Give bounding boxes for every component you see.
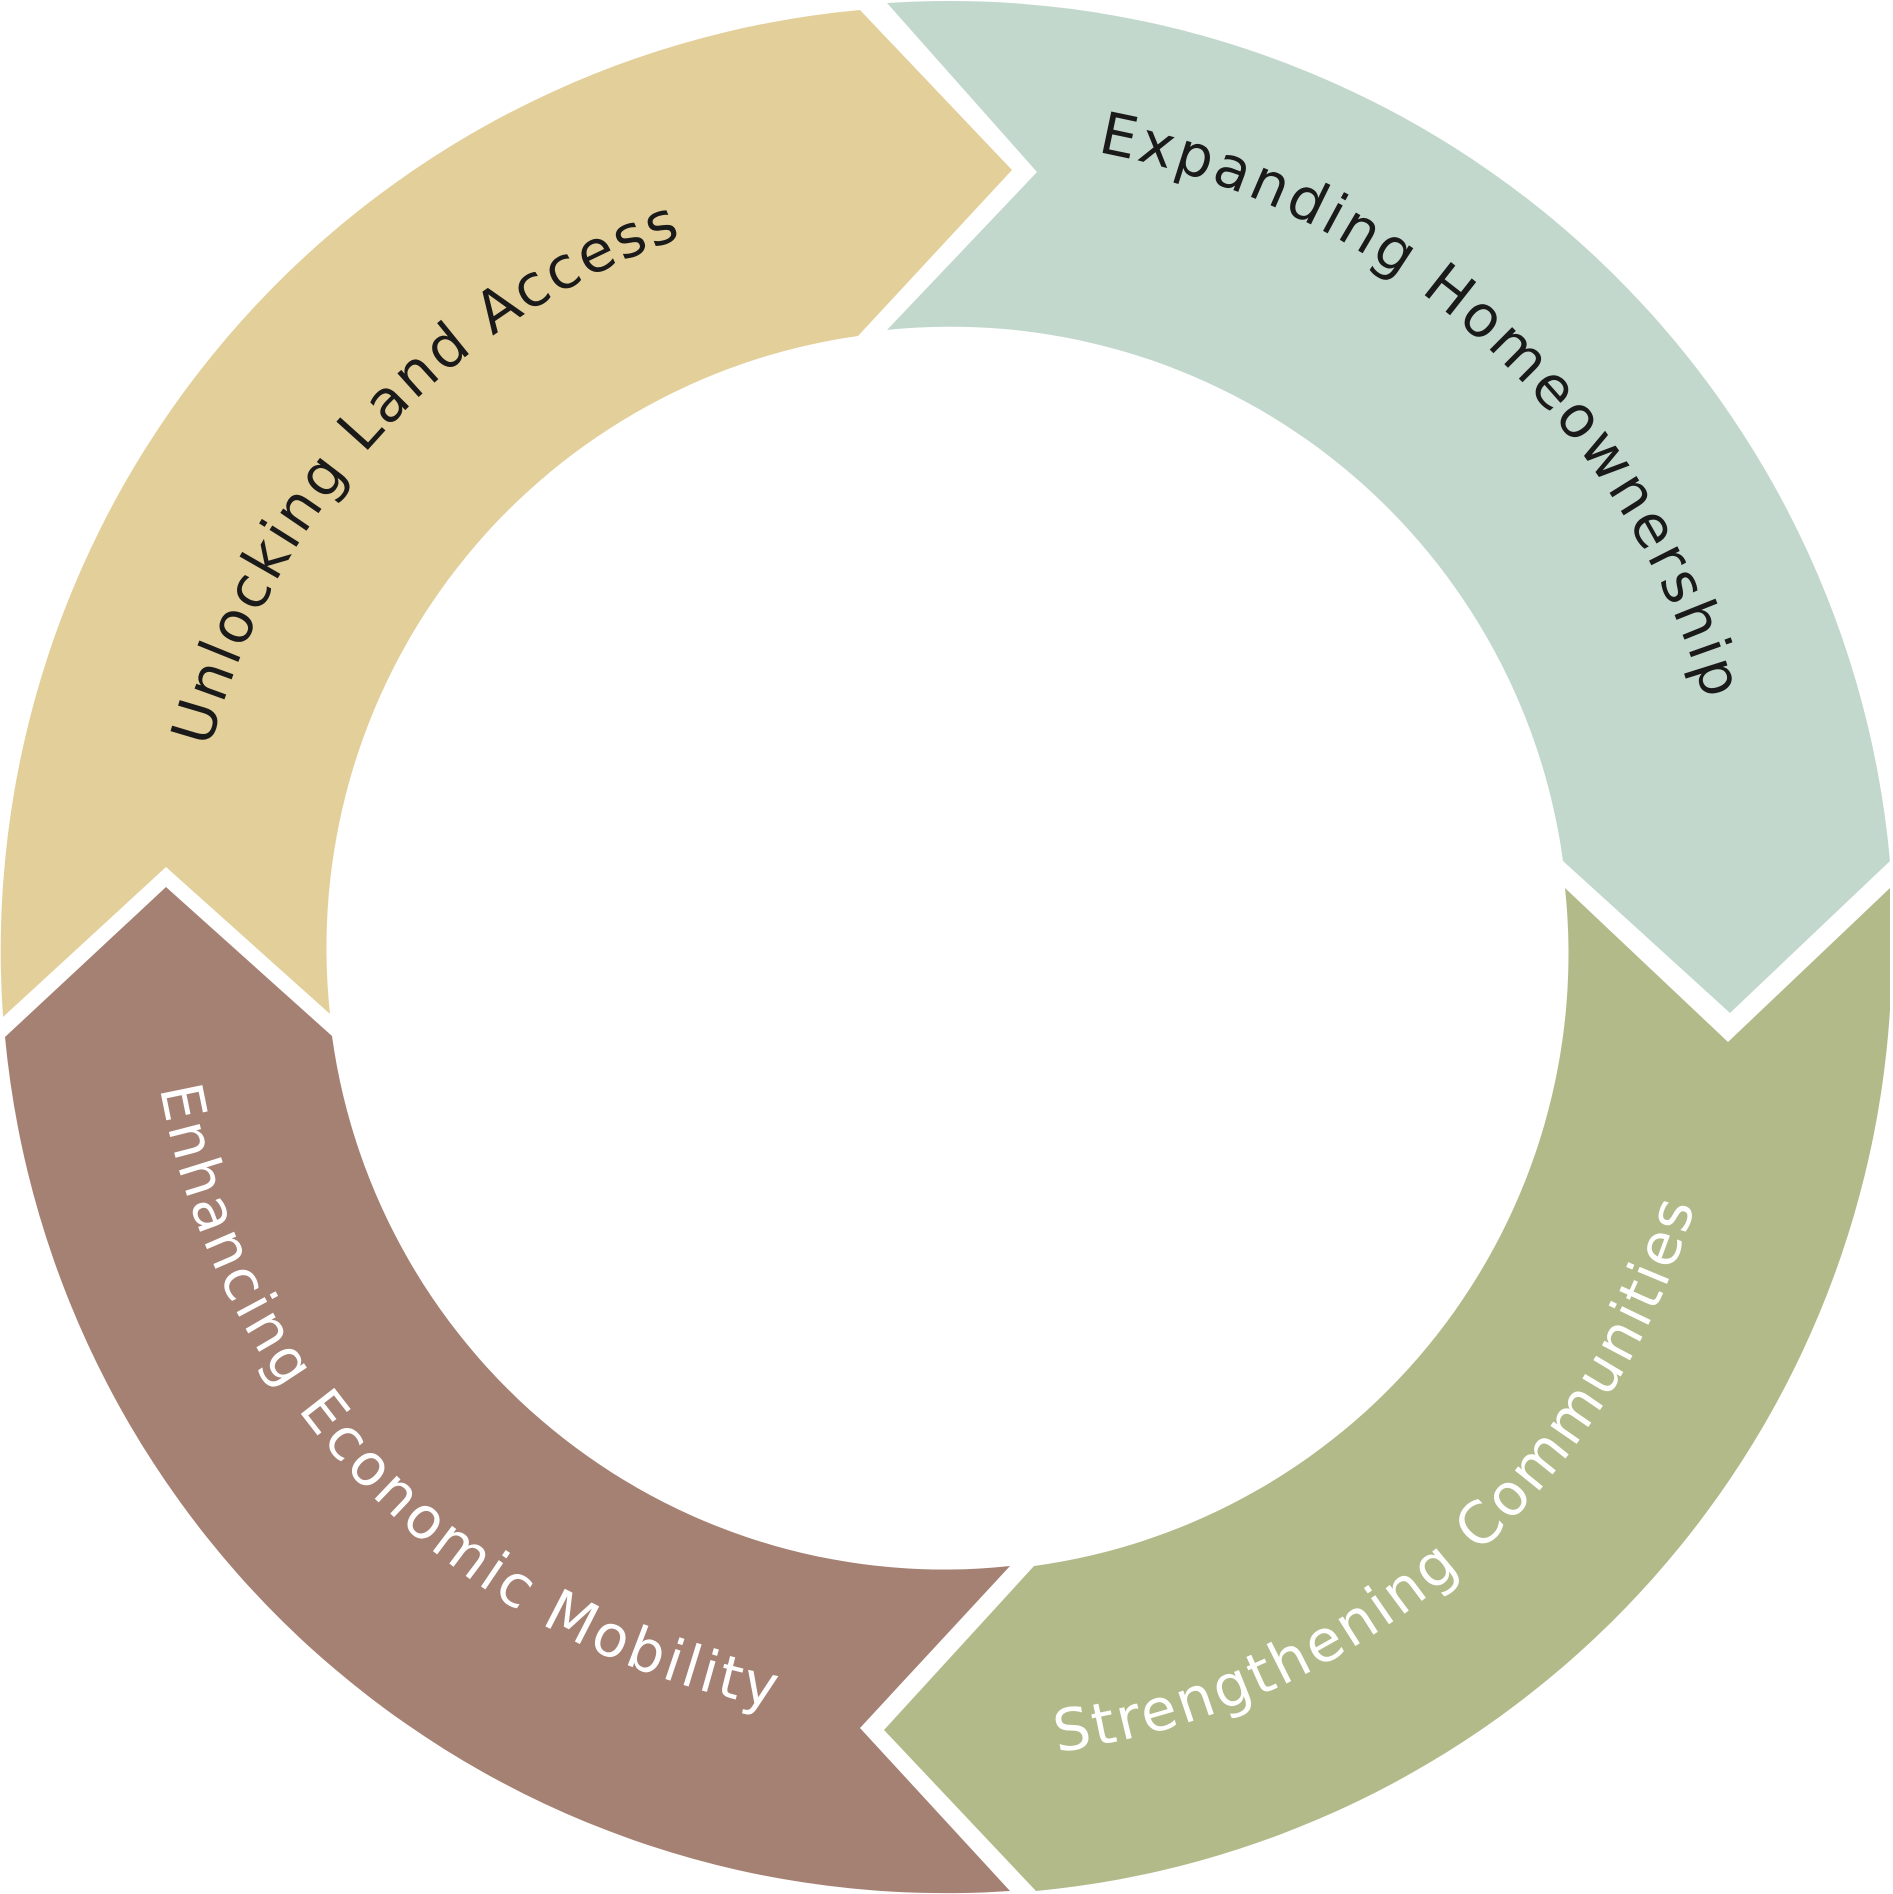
segment-expanding-homeownership: Expanding Homeownership [887,0,1890,1013]
segment-enhancing-economic-mobility: Enhancing Economic Mobility [5,887,1010,1894]
segment-unlocking-land-access: Unlocking Land Access [0,10,1013,1017]
segment-shape [0,10,1013,1017]
segment-shape [5,887,1010,1894]
segment-shape [884,888,1890,1891]
segment-shape [887,0,1890,1013]
segment-strengthening-communities: Strengthening Communities [884,888,1890,1891]
